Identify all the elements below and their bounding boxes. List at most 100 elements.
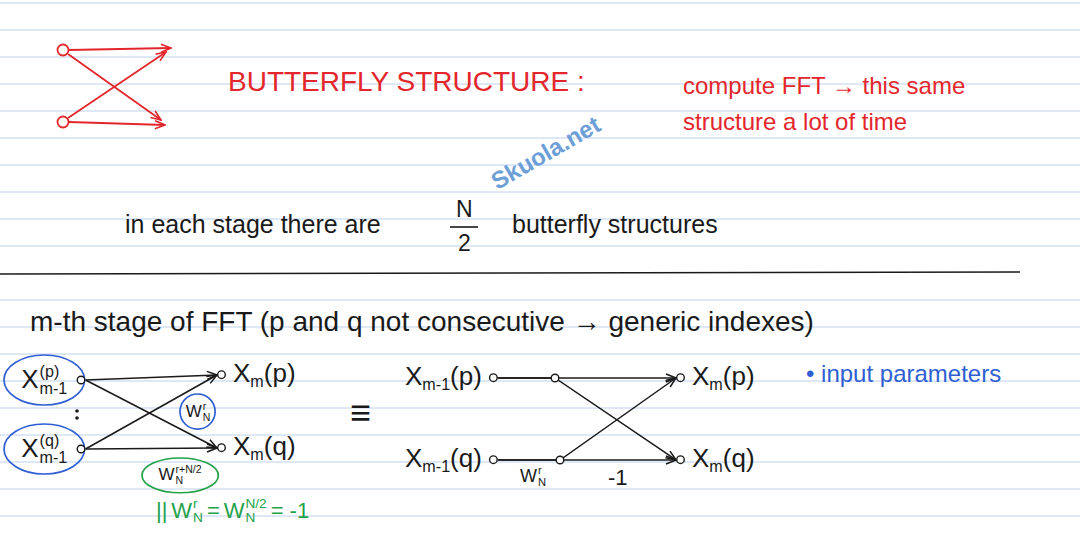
node-dot	[677, 456, 685, 464]
twiddle-factor: Wr+N/2N	[141, 457, 219, 494]
text-label: m-th stage of FFT (p and q not consecuti…	[30, 306, 814, 337]
math-symbol: W	[171, 498, 192, 523]
text-label: Skuola.net	[486, 111, 605, 195]
fraction-denominator: 2	[458, 230, 471, 256]
text-label: (q)	[450, 443, 482, 473]
ellipse-outline	[4, 355, 85, 405]
twiddle-label: WrN	[520, 465, 546, 488]
output-sample: Xm(q)	[676, 442, 755, 477]
input-sample: Xm-1(p)	[405, 360, 498, 395]
subscript: m	[709, 457, 722, 475]
script-stack: rN	[203, 401, 211, 423]
subscript: m-1	[422, 457, 450, 475]
ruled-line	[0, 246, 1080, 247]
body-text: in each stage there are	[125, 210, 381, 239]
math-symbol: W	[158, 465, 174, 484]
math-symbol: X	[405, 361, 422, 391]
node-label: Xm(p)	[233, 359, 296, 390]
ruled-line	[0, 489, 1080, 490]
ruled-line	[0, 57, 1080, 58]
signal-arrow	[498, 459, 676, 461]
subscript: m	[250, 372, 263, 390]
signal-arrow	[498, 378, 676, 460]
text-label: ||	[156, 498, 167, 523]
junction-dot	[556, 456, 564, 464]
continuation-dot	[75, 409, 79, 413]
node-dot	[490, 374, 498, 382]
butterfly-sketch-line	[68, 52, 166, 118]
text-label: =	[207, 498, 220, 523]
input-sample: X(q)m-1	[3, 423, 86, 475]
output-sample: Xm(q)	[217, 430, 296, 465]
ruled-line	[0, 3, 1080, 4]
math-symbol: X	[233, 431, 250, 461]
input-sample: Xm-1(q)	[405, 442, 498, 477]
subscript: m	[709, 375, 722, 393]
node-label: Xm-1(q)	[405, 444, 482, 475]
script-stack: (q)m-1	[40, 432, 68, 466]
signal-arrow	[498, 378, 676, 460]
ruled-line	[0, 138, 1080, 139]
page-title: BUTTERFLY STRUCTURE :	[228, 66, 585, 98]
fraction-numerator: N	[456, 196, 473, 222]
superscript: r	[203, 401, 211, 412]
node-dot	[490, 456, 498, 464]
note-text: compute FFT → this same structure a lot …	[683, 68, 1038, 140]
signal-arrow	[86, 448, 217, 449]
text-label: = -1	[271, 498, 310, 523]
signal-arrow	[86, 375, 217, 449]
separator-line	[0, 272, 1020, 274]
butterfly-sketch-line	[69, 48, 171, 50]
ellipse-outline	[4, 424, 85, 474]
input-sample: X(p)m-1	[3, 354, 86, 406]
butterfly-sketch-node	[58, 117, 69, 128]
math-symbol: W	[224, 498, 245, 523]
script-stack: rN	[193, 497, 203, 526]
ruled-line	[0, 192, 1080, 193]
ruled-line	[0, 354, 1080, 355]
script-stack: N/2N	[245, 497, 266, 526]
subscript: N	[175, 475, 201, 486]
ruled-line	[0, 111, 1080, 112]
identity-note: ||WrN=WN/2N= -1	[152, 497, 313, 526]
text-label: (p)	[264, 358, 296, 388]
superscript: (p)	[40, 363, 68, 380]
text-label: N	[456, 196, 473, 222]
ruled-line	[0, 30, 1080, 31]
math-symbol: X	[21, 433, 38, 463]
butterfly-sketch-line	[69, 122, 165, 125]
signal-arrow	[86, 375, 217, 380]
math-symbol: X	[405, 443, 422, 473]
edge-weight: -1	[608, 465, 628, 490]
text-label: in each stage there are	[125, 210, 381, 238]
node-label: Xm(p)	[692, 362, 755, 393]
butterfly-sketch-node	[58, 45, 69, 56]
ellipse-outline	[142, 458, 218, 493]
output-sample: Xm(p)	[217, 357, 296, 392]
node-dot	[77, 445, 85, 453]
subscript: m-1	[40, 449, 68, 466]
math-symbol: X	[692, 361, 709, 391]
script-stack: (p)m-1	[40, 363, 68, 397]
node-label: X(p)m-1	[21, 363, 67, 397]
subscript: m-1	[40, 380, 68, 397]
text-label: (q)	[264, 431, 296, 461]
subscript: m	[250, 445, 263, 463]
ruled-line	[0, 435, 1080, 436]
text-label: butterfly structures	[512, 210, 718, 238]
math-symbol: X	[692, 443, 709, 473]
subscript: N	[538, 477, 546, 489]
node-dot	[218, 371, 226, 379]
continuation-dot	[75, 416, 79, 420]
node-label: X(q)m-1	[21, 432, 67, 466]
subscript: N	[245, 511, 266, 525]
node-dot	[677, 374, 685, 382]
text-label: compute FFT → this same structure a lot …	[683, 72, 965, 135]
script-stack: rN	[538, 465, 546, 488]
superscript: (q)	[40, 432, 68, 449]
output-sample: Xm(p)	[676, 360, 755, 395]
node-label: Xm(q)	[692, 444, 755, 475]
node-label: Xm(q)	[233, 432, 296, 463]
math-symbol: X	[21, 364, 38, 394]
